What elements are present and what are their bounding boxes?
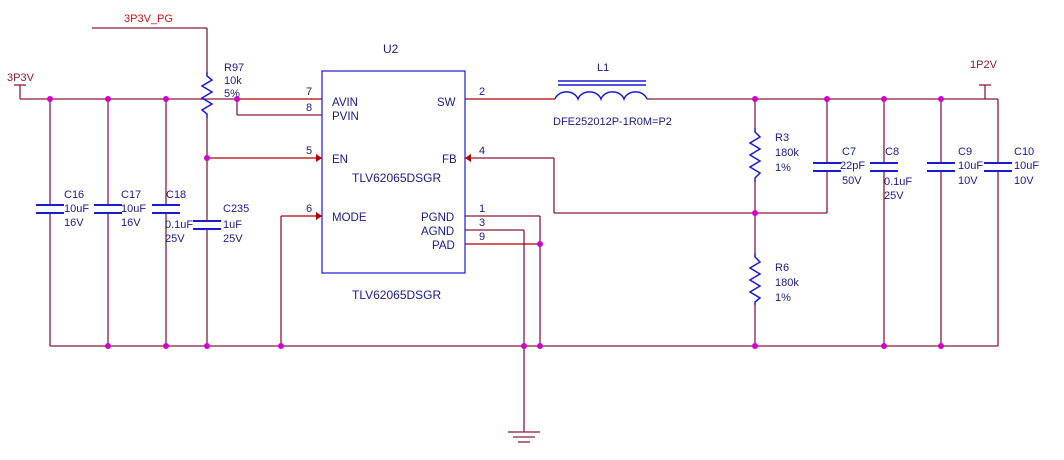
net-label-1p2v: 1P2V [970,59,998,71]
c8-value: 0.1uF [884,176,912,188]
c9-ref: C9 [958,146,972,158]
c235-value: 1uF [223,219,242,231]
pin-number-9: 9 [479,231,485,243]
capacitor-c18: C18 0.1uF 25V [152,189,193,245]
c10-ref: C10 [1014,146,1034,158]
resistor-r6: R6 180k 1% [748,253,799,305]
capacitor-c16: C16 10uF 16V [36,189,89,229]
capacitor-c10: C10 10uF 10V [984,146,1039,187]
capacitor-c9: C9 10uF 10V [927,146,983,187]
resistor-r3: R3 180k 1% [748,128,799,182]
pin-number-7: 7 [306,86,312,98]
c10-voltage: 10V [1014,175,1034,187]
net-3p3v: 3P3V [7,72,35,99]
resistor-r97: R97 10k 5% [200,62,244,118]
wires [20,27,999,432]
capacitor-c17: C17 10uF 16V [94,189,146,229]
r3-tolerance: 1% [775,162,791,174]
pin-number-6: 6 [306,203,312,215]
pin-number-3: 3 [479,217,485,229]
c235-voltage: 25V [223,233,243,245]
net-label-3p3v-pg: 3P3V_PG [124,13,173,25]
pin-name-pvin: PVIN [332,111,359,123]
c8-ref: C8 [885,146,899,158]
en-input-arrow-icon [316,154,322,162]
l1-ref: L1 [597,62,609,74]
r97-ref: R97 [224,62,244,74]
r3-ref: R3 [775,132,789,144]
ic-u2: U2 TLV62065DSGR TLV62065DSGR AVIN PVIN E… [207,42,555,302]
inductor-l1: L1 DFE252012P-1R0M=P2 [553,62,672,128]
capacitor-c8: C8 0.1uF 25V [870,146,912,202]
c10-value: 10uF [1014,160,1039,172]
pin-number-5: 5 [306,145,312,157]
junctions [47,96,944,349]
c7-voltage: 50V [842,175,862,187]
pin-number-8: 8 [306,102,312,114]
pin-name-mode: MODE [332,212,367,224]
c17-voltage: 16V [121,217,141,229]
pin-name-en: EN [332,154,348,166]
c9-value: 10uF [958,160,983,172]
c7-ref: C7 [842,146,856,158]
fb-input-arrow-icon [465,154,471,162]
c9-voltage: 10V [958,175,978,187]
c17-value: 10uF [121,203,146,215]
r3-value: 180k [775,147,799,159]
c18-voltage: 25V [165,233,185,245]
c18-value: 0.1uF [165,219,193,231]
pin-name-fb: FB [442,154,457,166]
pin-name-pad: PAD [432,240,455,252]
pin-number-4: 4 [479,145,485,157]
c7-value: 22pF [840,160,865,172]
c235-ref: C235 [223,203,249,215]
r6-tolerance: 1% [775,292,791,304]
net-1p2v: 1P2V [970,59,998,86]
c16-value: 10uF [64,203,89,215]
r6-ref: R6 [775,262,789,274]
u2-ref: U2 [383,42,399,56]
c8-voltage: 25V [884,190,904,202]
r97-value: 10k [224,75,242,87]
c18-ref: C18 [166,189,186,201]
mode-input-arrow-icon [316,212,322,220]
r6-value: 180k [775,277,799,289]
pin-name-pgnd: PGND [421,212,454,224]
l1-value: DFE252012P-1R0M=P2 [553,116,672,128]
pin-name-sw: SW [437,97,456,109]
capacitor-c7: C7 22pF 50V [813,146,865,187]
net-label-3p3v: 3P3V [7,72,35,84]
pin-number-1: 1 [479,203,485,215]
pin-number-2: 2 [479,86,485,98]
c17-ref: C17 [121,189,141,201]
c16-voltage: 16V [64,217,84,229]
c16-ref: C16 [64,189,84,201]
pin-name-agnd: AGND [421,226,454,238]
ground-icon [508,431,540,443]
capacitor-c235: C235 1uF 25V [193,203,249,245]
u2-part-number: TLV62065DSGR [352,171,441,185]
u2-part-number-below: TLV62065DSGR [352,288,441,302]
pin-name-avin: AVIN [332,97,358,109]
